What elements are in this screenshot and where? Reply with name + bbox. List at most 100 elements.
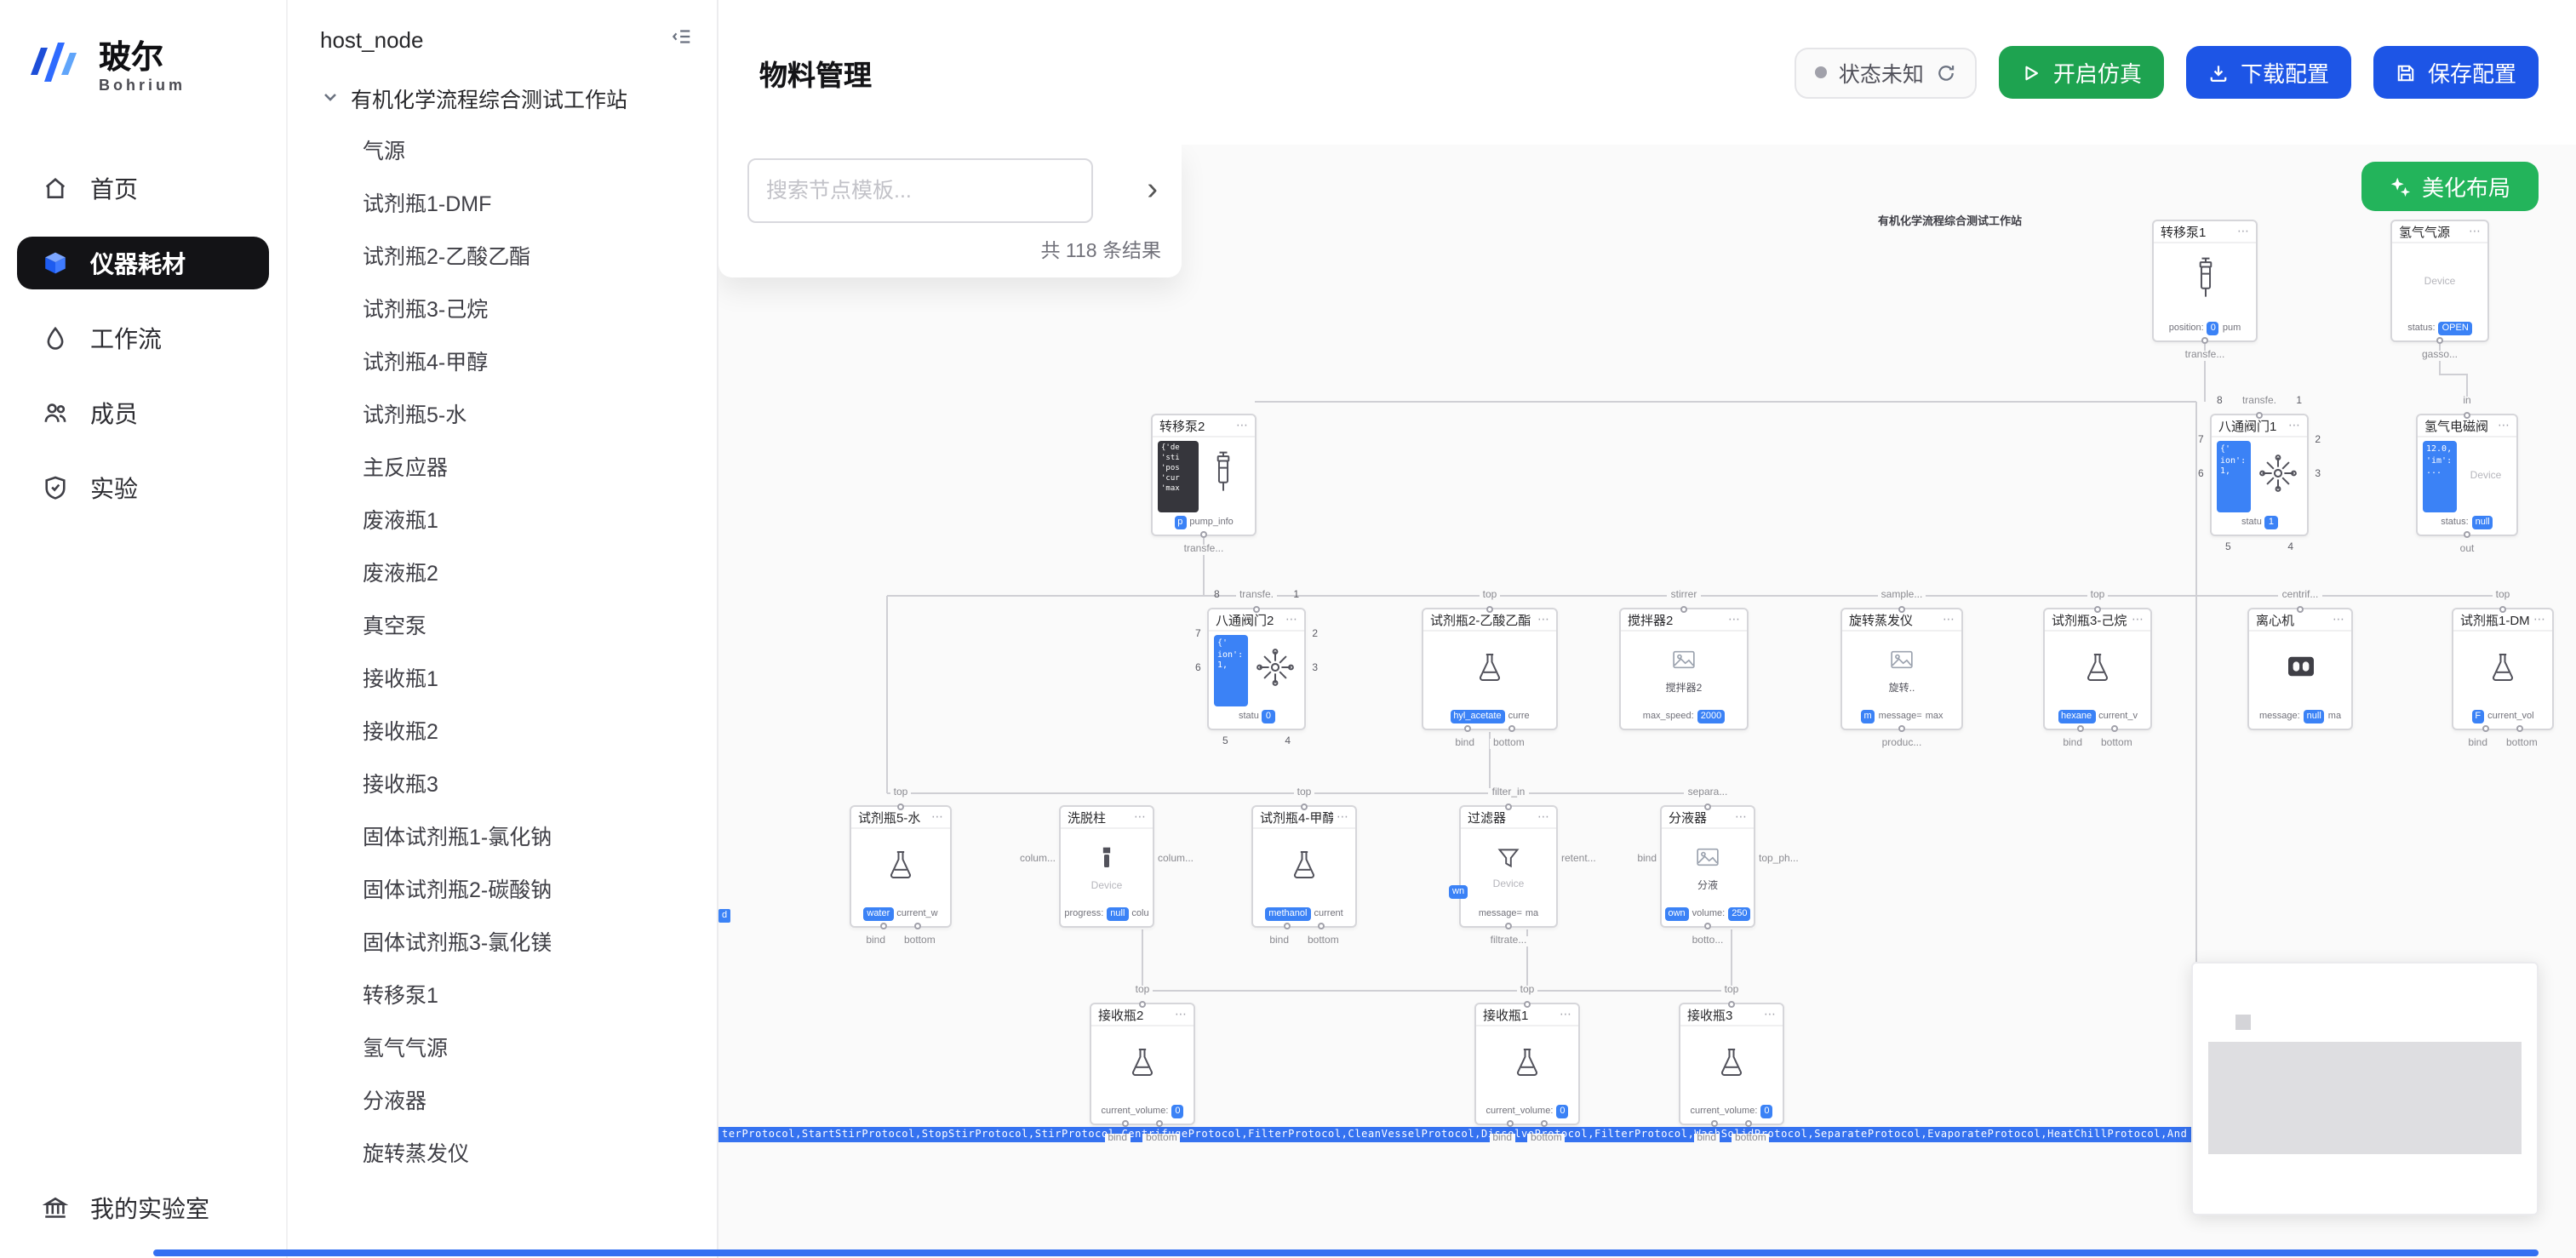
tree-item[interactable]: 试剂瓶2-乙酸乙酯 bbox=[288, 232, 717, 284]
tree-item[interactable]: 固体试剂瓶1-氯化钠 bbox=[288, 812, 717, 865]
port-dot[interactable] bbox=[1156, 1120, 1163, 1127]
node-more-icon[interactable]: ⋯ bbox=[2333, 613, 2344, 626]
tree-item[interactable]: 真空泵 bbox=[288, 601, 717, 654]
port-dot[interactable] bbox=[2297, 606, 2304, 613]
node-more-icon[interactable]: ⋯ bbox=[2288, 419, 2300, 432]
tree-item[interactable]: 旋转蒸发仪 bbox=[288, 1129, 717, 1181]
brand-logo[interactable]: 玻尔 Bohrium bbox=[0, 0, 286, 119]
flow-node-filter[interactable]: 过滤器⋯Devicemessage=mafilter_infiltrate...… bbox=[1459, 805, 1558, 928]
node-more-icon[interactable]: ⋯ bbox=[1735, 810, 1747, 824]
tree-item[interactable]: 氢气气源 bbox=[288, 1023, 717, 1076]
tree-item[interactable]: 主反应器 bbox=[288, 443, 717, 495]
port-dot[interactable] bbox=[2201, 337, 2208, 344]
tree-item[interactable]: 试剂瓶4-甲醇 bbox=[288, 337, 717, 390]
expand-chevron-icon[interactable]: › bbox=[1147, 170, 1158, 211]
sidebar-item-shield[interactable]: 实验 bbox=[17, 461, 269, 514]
status-pill[interactable]: 状态未知 bbox=[1795, 47, 1977, 98]
tree-item[interactable]: 分液器 bbox=[288, 1076, 717, 1129]
minimap[interactable] bbox=[2191, 962, 2539, 1215]
port-dot[interactable] bbox=[2094, 606, 2101, 613]
port-dot[interactable] bbox=[1680, 606, 1687, 613]
node-more-icon[interactable]: ⋯ bbox=[2237, 225, 2249, 238]
port-dot[interactable] bbox=[2483, 725, 2490, 732]
flow-node-reagent-bottle-3[interactable]: 试剂瓶3-己烷⋯hexanecurrent_vtopbindbottom bbox=[2043, 608, 2152, 730]
flow-node-receiver-1[interactable]: 接收瓶1⋯current_volume:0topbindbottom bbox=[1474, 1003, 1580, 1125]
node-more-icon[interactable]: ⋯ bbox=[2533, 613, 2545, 626]
tree-item[interactable]: 固体试剂瓶3-氯化镁 bbox=[288, 918, 717, 970]
port-dot[interactable] bbox=[1284, 923, 1291, 929]
port-dot[interactable] bbox=[2256, 412, 2263, 419]
flow-node-receiver-3[interactable]: 接收瓶3⋯current_volume:0topbindbottom bbox=[1679, 1003, 1784, 1125]
flow-node-reagent-bottle-5[interactable]: 试剂瓶5-水⋯watercurrent_wtopbindbottom bbox=[850, 805, 952, 928]
node-more-icon[interactable]: ⋯ bbox=[1337, 810, 1348, 824]
port-dot[interactable] bbox=[1505, 803, 1512, 810]
node-more-icon[interactable]: ⋯ bbox=[2132, 613, 2144, 626]
flow-node-transfer-pump-2[interactable]: 转移泵2⋯{'de'sti'pos'cur'maxppump_infotrans… bbox=[1151, 414, 1257, 536]
port-dot[interactable] bbox=[1505, 923, 1512, 929]
chevron-down-icon[interactable] bbox=[322, 86, 339, 110]
port-dot[interactable] bbox=[1704, 803, 1711, 810]
port-dot[interactable] bbox=[1139, 1001, 1146, 1008]
flow-canvas[interactable]: 有机化学流程综合测试工作站 美化布局 › 共 118 条结果 terProtoc… bbox=[718, 145, 2576, 1258]
port-dot[interactable] bbox=[1464, 725, 1471, 732]
port-dot[interactable] bbox=[1200, 531, 1207, 538]
collapse-panel-icon[interactable] bbox=[671, 26, 693, 53]
port-dot[interactable] bbox=[897, 803, 904, 810]
node-more-icon[interactable]: ⋯ bbox=[2498, 419, 2510, 432]
port-dot[interactable] bbox=[1541, 1120, 1548, 1127]
beautify-layout-button[interactable]: 美化布局 bbox=[2361, 162, 2539, 211]
save-config-button[interactable]: 保存配置 bbox=[2373, 46, 2539, 99]
flow-node-h2-solenoid-valve[interactable]: 氢气电磁阀⋯12.0,'im':...Devicestatus:nullinou… bbox=[2416, 414, 2518, 536]
node-more-icon[interactable]: ⋯ bbox=[1560, 1008, 1571, 1021]
start-simulation-button[interactable]: 开启仿真 bbox=[1999, 46, 2164, 99]
tree-item[interactable]: 固体试剂瓶2-碳酸钠 bbox=[288, 865, 717, 918]
flow-node-rotary-evaporator[interactable]: 旋转蒸发仪⋯旋转..mmessage=maxsample...produc... bbox=[1840, 608, 1963, 730]
tree-item[interactable]: 接收瓶3 bbox=[288, 759, 717, 812]
tree-item[interactable]: 接收瓶2 bbox=[288, 706, 717, 759]
tree-item[interactable]: 试剂瓶3-己烷 bbox=[288, 284, 717, 337]
port-dot[interactable] bbox=[1301, 803, 1308, 810]
flow-node-receiver-2[interactable]: 接收瓶2⋯current_volume:0topbindbottom bbox=[1090, 1003, 1195, 1125]
flow-node-eight-way-valve-2[interactable]: 八通阀门2⋯{'ion':1,statu0transfe.81762354 bbox=[1207, 608, 1306, 730]
port-dot[interactable] bbox=[2436, 337, 2443, 344]
node-more-icon[interactable]: ⋯ bbox=[1236, 419, 1248, 432]
port-dot[interactable] bbox=[913, 923, 920, 929]
tree-item[interactable]: 废液瓶1 bbox=[288, 495, 717, 548]
refresh-icon[interactable] bbox=[1936, 62, 1956, 83]
flow-node-reagent-bottle-2[interactable]: 试剂瓶2-乙酸乙酯⋯hyl_acetatecurretopbindbottom bbox=[1422, 608, 1558, 730]
sidebar-item-drop[interactable]: 工作流 bbox=[17, 312, 269, 364]
tree-item[interactable]: 废液瓶2 bbox=[288, 548, 717, 601]
flow-node-transfer-pump-1[interactable]: 转移泵1⋯position:0pumtransfe... bbox=[2152, 220, 2258, 342]
node-more-icon[interactable]: ⋯ bbox=[1764, 1008, 1776, 1021]
sidebar-item-my-lab[interactable]: 我的实验室 bbox=[17, 1181, 269, 1234]
tree-root-item[interactable]: 有机化学流程综合测试工作站 bbox=[288, 70, 717, 126]
tree-item[interactable]: 气源 bbox=[288, 126, 717, 179]
port-dot[interactable] bbox=[1507, 1120, 1514, 1127]
tree-item[interactable]: 转移泵1 bbox=[288, 970, 717, 1023]
port-dot[interactable] bbox=[1711, 1120, 1718, 1127]
download-config-button[interactable]: 下载配置 bbox=[2186, 46, 2351, 99]
node-more-icon[interactable]: ⋯ bbox=[1728, 613, 1740, 626]
flow-node-reagent-bottle-1[interactable]: 试剂瓶1-DMF⋯Fcurrent_voltopbindbottom bbox=[2452, 608, 2554, 730]
port-dot[interactable] bbox=[1704, 923, 1711, 929]
port-dot[interactable] bbox=[1898, 606, 1905, 613]
port-dot[interactable] bbox=[1524, 1001, 1531, 1008]
node-more-icon[interactable]: ⋯ bbox=[1134, 810, 1146, 824]
sidebar-item-users[interactable]: 成员 bbox=[17, 386, 269, 439]
node-more-icon[interactable]: ⋯ bbox=[931, 810, 943, 824]
sidebar-item-cube[interactable]: 仪器耗材 bbox=[17, 237, 269, 289]
search-input[interactable] bbox=[747, 158, 1093, 223]
flow-node-separator[interactable]: 分液器⋯分液ownvolume:250separa...botto...bind… bbox=[1660, 805, 1755, 928]
tree-item[interactable]: 试剂瓶1-DMF bbox=[288, 179, 717, 232]
flow-node-reagent-bottle-4[interactable]: 试剂瓶4-甲醇⋯methanolcurrenttopbindbottom bbox=[1251, 805, 1357, 928]
flow-node-eight-way-valve-1[interactable]: 八通阀门1⋯{'ion':1,statu1transfe.81762354 bbox=[2210, 414, 2309, 536]
port-dot[interactable] bbox=[1253, 606, 1260, 613]
port-dot[interactable] bbox=[1745, 1120, 1752, 1127]
port-dot[interactable] bbox=[1486, 606, 1493, 613]
port-dot[interactable] bbox=[1508, 725, 1515, 732]
node-more-icon[interactable]: ⋯ bbox=[2469, 225, 2481, 238]
node-more-icon[interactable]: ⋯ bbox=[1285, 613, 1297, 626]
port-dot[interactable] bbox=[2516, 725, 2522, 732]
node-more-icon[interactable]: ⋯ bbox=[1943, 613, 1955, 626]
tree-item[interactable]: 试剂瓶5-水 bbox=[288, 390, 717, 443]
